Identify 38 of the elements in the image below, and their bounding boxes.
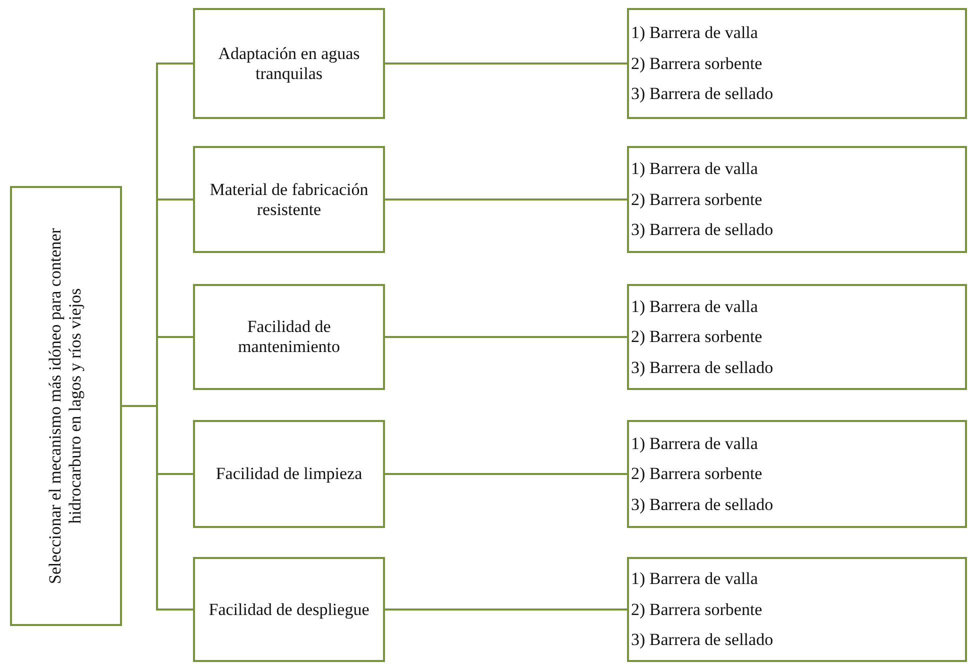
option-text: 1) Barrera de valla — [631, 434, 758, 454]
connector-line — [385, 198, 627, 200]
connector-line — [122, 405, 193, 610]
connector-line — [385, 608, 627, 610]
option-text: 1) Barrera de valla — [631, 296, 758, 316]
criterion-box — [193, 284, 385, 390]
criterion-text: Material de fabricación resistente — [208, 180, 370, 220]
option-text: 3) Barrera de sellado — [631, 494, 774, 514]
option-text: 2) Barrera sorbente — [631, 190, 762, 210]
connector-line — [385, 336, 627, 338]
criterion-box — [193, 146, 385, 253]
options-box — [627, 557, 967, 662]
connector-line — [385, 473, 627, 475]
goal-text: Seleccionar el mecanismo más idóneo para contener hidrocarburo en lagos y ríos viejos — [46, 227, 86, 586]
goal-box — [10, 186, 122, 626]
option-text: 3) Barrera de sellado — [631, 220, 774, 240]
option-text: 2) Barrera sorbente — [631, 464, 762, 484]
option-text: 1) Barrera de valla — [631, 569, 758, 589]
option-text: 3) Barrera de sellado — [631, 630, 774, 650]
option-text: 1) Barrera de valla — [631, 23, 758, 43]
options-box — [627, 420, 967, 528]
option-text: 2) Barrera sorbente — [631, 54, 762, 74]
options-box — [627, 8, 967, 119]
criterion-box — [193, 420, 385, 528]
option-text: 2) Barrera sorbente — [631, 600, 762, 620]
options-box — [627, 146, 967, 253]
option-text: 2) Barrera sorbente — [631, 327, 762, 347]
criterion-box — [193, 8, 385, 119]
criterion-box — [193, 557, 385, 662]
option-text: 3) Barrera de sellado — [631, 358, 774, 378]
option-text: 3) Barrera de sellado — [631, 84, 774, 104]
criterion-text: Adaptación en aguas tranquilas — [217, 44, 361, 84]
criterion-text: Facilidad de limpieza — [216, 464, 362, 484]
options-box — [627, 284, 967, 390]
criterion-text: Facilidad de despliegue — [208, 600, 370, 620]
option-text: 1) Barrera de valla — [631, 159, 758, 179]
connector-line — [385, 62, 627, 64]
criterion-text: Facilidad de mantenimiento — [237, 317, 341, 357]
